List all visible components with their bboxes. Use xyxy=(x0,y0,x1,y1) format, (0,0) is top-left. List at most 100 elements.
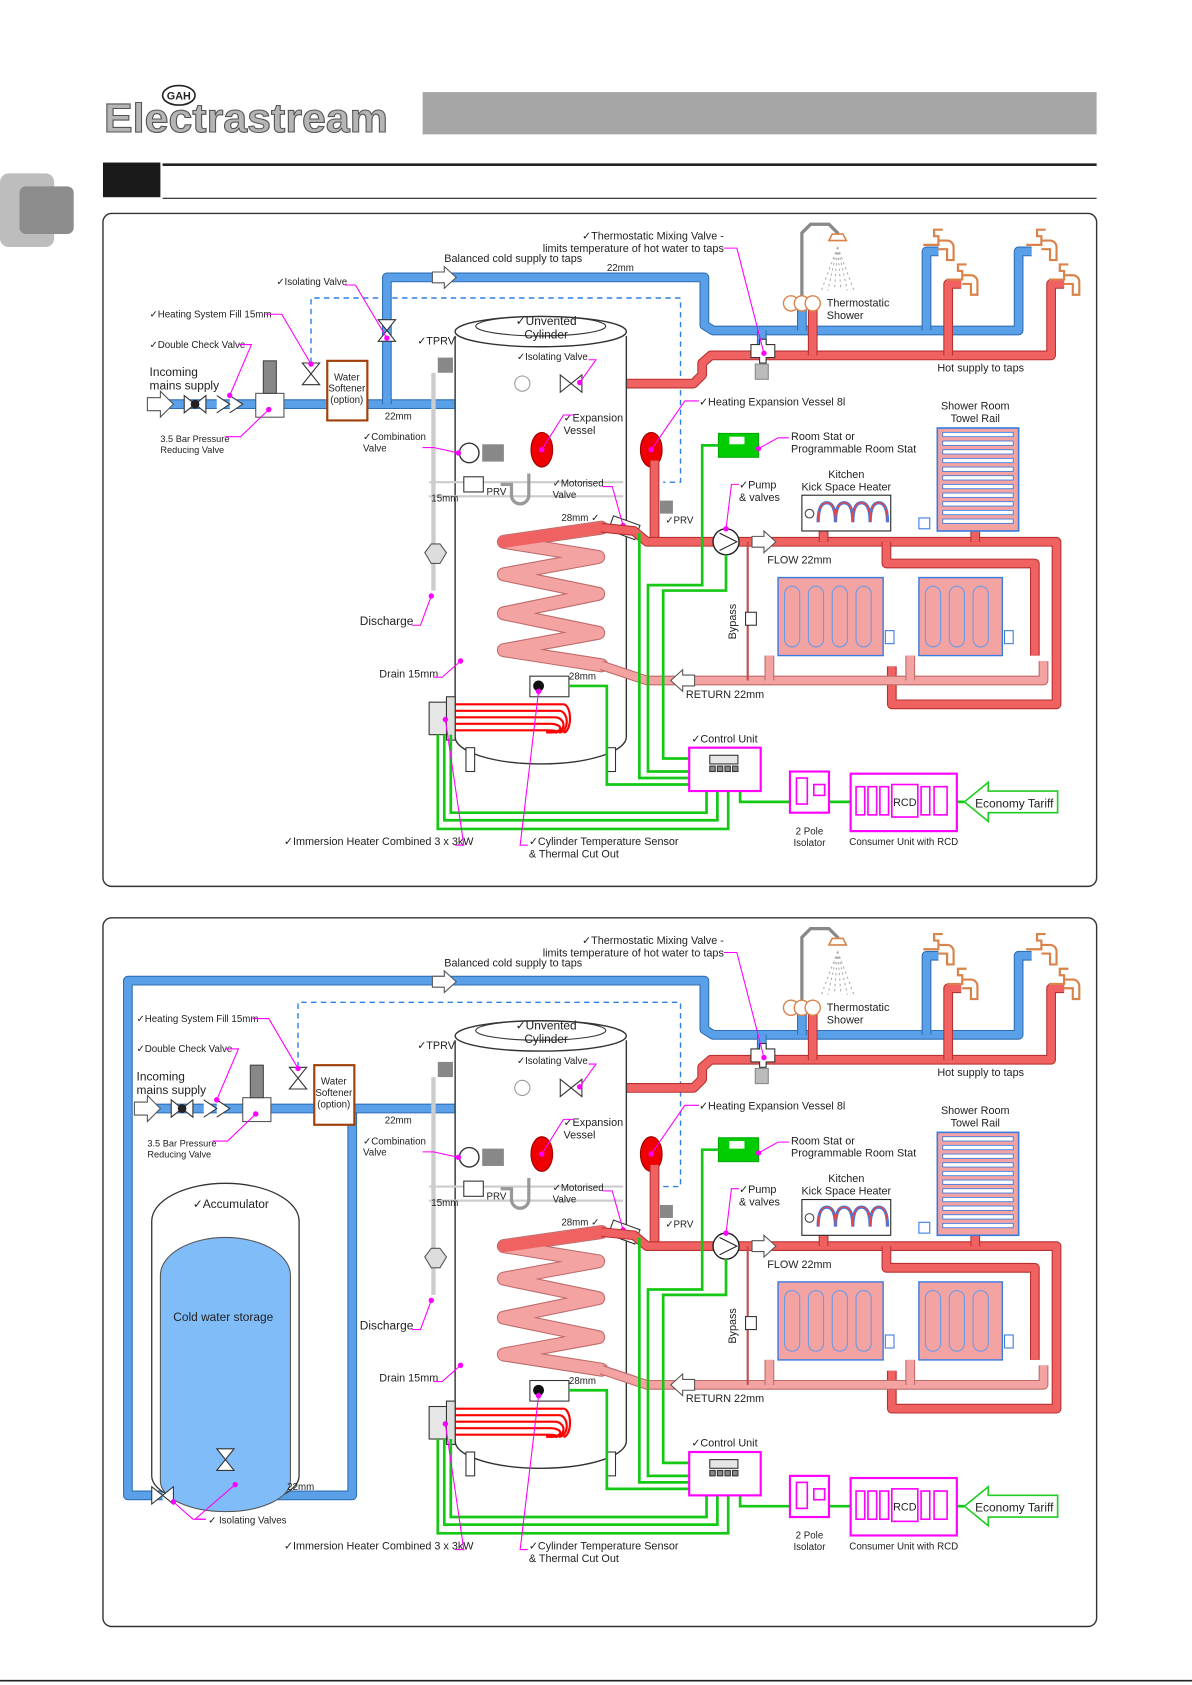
radiator xyxy=(777,576,895,657)
pipe-size-label: 28mm xyxy=(569,1376,596,1387)
leader-dot xyxy=(577,379,583,386)
incoming-mains-label: Incoming xyxy=(150,365,198,379)
drain-label: Drain 15mm xyxy=(379,1373,438,1385)
page-header: GAH Electrastream xyxy=(0,84,1097,248)
wire xyxy=(637,1237,690,1484)
leader-dot xyxy=(539,446,545,453)
flow-pipe xyxy=(601,523,1061,709)
rcd-label: RCD xyxy=(893,1502,917,1514)
leader-line xyxy=(519,691,540,846)
tap-icon xyxy=(1048,263,1081,296)
isolator-label: 2 Pole xyxy=(796,1531,824,1542)
leader-line xyxy=(444,1423,465,1551)
control-unit-button xyxy=(716,765,724,773)
immersion-element xyxy=(455,703,572,734)
leader-dot xyxy=(170,1499,177,1505)
leader-line xyxy=(650,400,699,451)
leader-line xyxy=(433,660,461,678)
motorised-label: ✓Motorised xyxy=(553,1183,604,1194)
leader-dot xyxy=(761,350,767,356)
shower-head-icon xyxy=(827,937,848,946)
shower-spray xyxy=(837,951,848,995)
towel-rail-bar xyxy=(942,449,1014,455)
combination-label: ✓Combination xyxy=(363,1136,426,1147)
leader-line xyxy=(444,719,465,846)
leader-dot xyxy=(253,1111,259,1117)
balanced-cold-label: Balanced cold supply to taps xyxy=(444,253,582,265)
radiator-column xyxy=(784,1290,801,1352)
prv-label: PRV xyxy=(487,1192,507,1203)
wire xyxy=(738,1495,790,1508)
control-unit-label: ✓Control Unit xyxy=(691,1438,757,1450)
leader-line xyxy=(650,1104,699,1155)
tap-outline xyxy=(923,228,955,262)
prv-icon xyxy=(463,1180,484,1197)
control-unit-button xyxy=(724,765,731,773)
immersion-element xyxy=(455,1407,572,1438)
leader-line xyxy=(216,1048,240,1101)
pipe-size-label: 22mm xyxy=(385,411,412,422)
towel-rail-bar xyxy=(942,457,1014,464)
radiator-column xyxy=(948,585,965,648)
double-check-valve-icon xyxy=(203,1099,231,1118)
leader-dot xyxy=(214,1097,220,1103)
tundish-icon xyxy=(424,1247,448,1269)
mixing-valve-label: limits temperature of hot water to taps xyxy=(543,243,725,255)
sensor-label: & Thermal Cut Out xyxy=(529,1553,619,1565)
isolator-label: Isolator xyxy=(793,1542,826,1553)
towel-rail-bar xyxy=(942,1179,1014,1185)
coil-flow-section xyxy=(497,1226,608,1253)
expansion-label: ✓Expansion xyxy=(563,1117,623,1129)
towel-rail-bar xyxy=(942,501,1014,507)
kick-heater-fan-icon xyxy=(804,1213,815,1223)
wire xyxy=(442,1439,719,1526)
tap-icon xyxy=(1026,228,1058,262)
room-stat-label: Programmable Room Stat xyxy=(791,443,916,455)
isolating-valves-label: ✓ Isolating Valves xyxy=(208,1516,287,1527)
combination-label: Valve xyxy=(363,443,387,454)
pump-label: & valves xyxy=(739,1197,781,1209)
towel-rail-bar xyxy=(942,1214,1014,1220)
motorised-label: Valve xyxy=(553,1194,577,1205)
leader-line xyxy=(725,483,740,529)
hot-supply-label: Hot supply to taps xyxy=(937,363,1024,375)
balanced-cold-pipe xyxy=(124,951,1032,1500)
leader-dot xyxy=(384,335,390,341)
return-arrow-icon xyxy=(669,668,696,693)
leader-line xyxy=(758,437,789,450)
pipe-size-label: 28mm ✓ xyxy=(561,1218,599,1229)
leader-line xyxy=(541,414,575,450)
radiator-valve-icon xyxy=(1003,630,1014,645)
isolating-valve-icon xyxy=(215,1448,236,1471)
prv-label: PRV xyxy=(487,487,507,498)
circuit-breaker xyxy=(855,1490,866,1521)
shower-valve-icon xyxy=(804,295,822,312)
pressure-reducing-label: Reducing Valve xyxy=(160,445,224,455)
radiator-column xyxy=(972,1290,989,1352)
leader-line xyxy=(422,446,459,454)
tprv-icon xyxy=(437,1061,453,1078)
towel-rail-bar xyxy=(942,483,1014,490)
pressure-reducing-valve-body xyxy=(255,392,285,418)
incoming-mains-label: Incoming xyxy=(137,1069,185,1083)
leader-dot xyxy=(455,450,462,456)
leader-line xyxy=(344,284,388,339)
rcd-module xyxy=(891,1488,919,1523)
expansion-connection xyxy=(500,1177,531,1210)
circuit-breaker xyxy=(933,785,948,816)
towel-rail xyxy=(936,1131,1020,1237)
tap-outline xyxy=(947,967,979,1001)
radiator-panel xyxy=(777,576,884,657)
wire xyxy=(738,791,790,804)
hot-supply-pipe xyxy=(522,280,1065,388)
kick-space-heater xyxy=(801,494,892,532)
isolator-indicator xyxy=(812,1488,826,1501)
control-unit-box xyxy=(688,746,762,793)
circuit-breaker xyxy=(933,1490,948,1521)
heating-fill-label: ✓Heating System Fill 15mm xyxy=(137,1014,259,1025)
isolator-label: 2 Pole xyxy=(796,826,824,837)
shower-spray xyxy=(837,951,842,995)
isolator-switch xyxy=(795,777,809,805)
